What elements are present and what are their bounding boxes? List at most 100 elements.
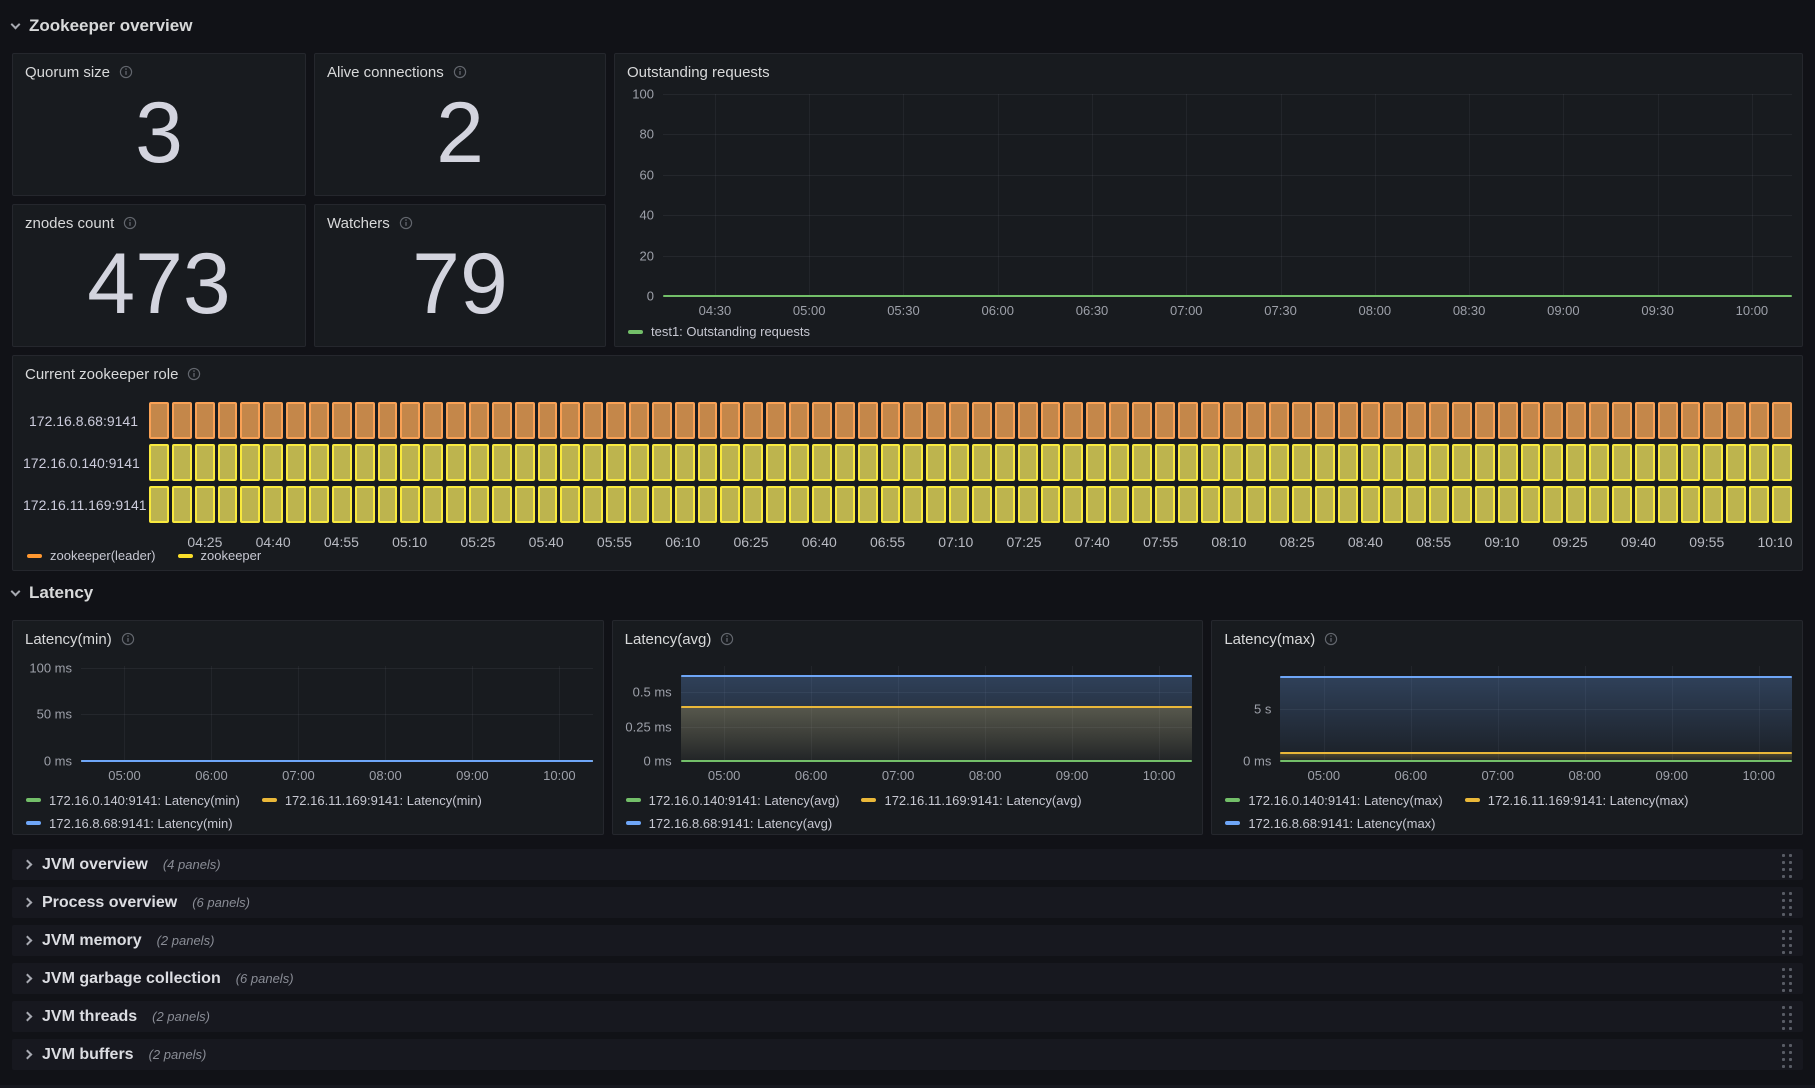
legend-label: 172.16.0.140:9141: Latency(avg) [648, 792, 840, 808]
legend-item-172-16-11-169-9141-latency-max[interactable]: 172.16.11.169:9141: Latency(max) [1464, 793, 1688, 808]
row-header-latency[interactable]: Latency [10, 579, 1803, 607]
row-title: JVM memory [42, 931, 142, 949]
state-bar-zookeeper-leader [331, 402, 352, 439]
gridline-vertical [1758, 666, 1760, 761]
series-line [663, 295, 1792, 297]
state-bar-zookeeper-leader [1040, 402, 1061, 439]
series-line [81, 760, 593, 762]
state-bar-zookeeper-leader [1543, 402, 1564, 439]
state-bar-zookeeper [1131, 486, 1152, 523]
panel-title[interactable]: Latency(min) [25, 630, 112, 648]
state-bar-zookeeper-leader [949, 402, 969, 439]
drag-handle-icon[interactable] [1779, 851, 1793, 878]
state-bar-zookeeper [217, 486, 238, 523]
gridline-vertical [1092, 94, 1094, 296]
state-bar-zookeeper [1543, 444, 1564, 481]
drag-handle-icon[interactable] [1779, 927, 1793, 954]
row-toggle-process-overview[interactable]: Process overview (6 panels) [12, 887, 1803, 918]
stat-value: 473 [87, 235, 231, 332]
info-icon[interactable] [123, 216, 137, 230]
row-header-zookeeper-overview[interactable]: Zookeeper overview [10, 12, 1803, 40]
row-toggle-jvm-garbage-collection[interactable]: JVM garbage collection (6 panels) [12, 963, 1803, 994]
legend-item-172-16-0-140-9141-latency-min[interactable]: 172.16.0.140:9141: Latency(min) [26, 793, 240, 808]
drag-handle-icon[interactable] [1779, 965, 1793, 992]
state-bar-zookeeper [811, 444, 832, 481]
legend-label: zookeeper [200, 548, 262, 563]
info-icon[interactable] [121, 632, 135, 646]
state-bar-zookeeper-leader [1657, 402, 1678, 439]
legend-item-zookeeper[interactable]: zookeeper [177, 548, 262, 563]
row-panel-count: (4 panels) [162, 857, 221, 872]
panel-title[interactable]: Latency(avg) [624, 630, 712, 648]
state-bar-zookeeper [1657, 486, 1678, 523]
state-bar-zookeeper-leader [537, 402, 558, 439]
panel-title[interactable]: Outstanding requests [627, 63, 770, 81]
legend-item-172-16-8-68-9141-latency-avg[interactable]: 172.16.8.68:9141: Latency(avg) [625, 816, 832, 831]
panel-title[interactable]: Quorum size [25, 63, 111, 81]
legend-item-172-16-8-68-9141-latency-max[interactable]: 172.16.8.68:9141: Latency(max) [1225, 816, 1436, 831]
state-bar-zookeeper-leader [1360, 402, 1381, 439]
legend-item-test1-outstanding-requests[interactable]: test1: Outstanding requests [628, 324, 810, 339]
panel-title[interactable]: Watchers [327, 214, 390, 232]
legend-item-172-16-8-68-9141-latency-min[interactable]: 172.16.8.68:9141: Latency(min) [26, 816, 233, 831]
drag-handle-icon[interactable] [1779, 1041, 1793, 1068]
series-line [1280, 760, 1792, 762]
info-icon[interactable] [1324, 632, 1338, 646]
info-icon[interactable] [119, 65, 133, 79]
panel-title[interactable]: znodes count [25, 214, 115, 232]
row-toggle-jvm-threads[interactable]: JVM threads (2 panels) [12, 1001, 1803, 1032]
state-bar-zookeeper [1657, 444, 1678, 481]
state-bar-zookeeper-leader [354, 402, 375, 439]
state-bar-zookeeper-leader [1086, 402, 1107, 439]
state-bar-zookeeper [1726, 444, 1747, 481]
section-title: Latency [29, 583, 94, 602]
row-toggle-jvm-buffers[interactable]: JVM buffers (2 panels) [12, 1039, 1803, 1070]
timeline-row-172-16-8-68-9141: 172.16.8.68:9141 [23, 402, 1792, 439]
panel-title[interactable]: Alive connections [327, 63, 444, 81]
legend-item-172-16-0-140-9141-latency-avg[interactable]: 172.16.0.140:9141: Latency(avg) [625, 792, 840, 808]
state-bar-zookeeper-leader [606, 402, 627, 439]
drag-handle-icon[interactable] [1779, 1003, 1793, 1030]
info-icon[interactable] [399, 216, 413, 230]
state-bar-zookeeper-leader [263, 402, 284, 439]
state-bar-zookeeper [331, 486, 352, 523]
state-bar-zookeeper [834, 444, 855, 481]
legend-item-172-16-0-140-9141-latency-max[interactable]: 172.16.0.140:9141: Latency(max) [1225, 793, 1443, 808]
x-axis-tick-label: 05:00 [108, 768, 141, 783]
state-bar-zookeeper [1040, 444, 1061, 481]
state-bar-zookeeper [926, 444, 947, 481]
state-bar-zookeeper-leader [1589, 402, 1609, 439]
info-icon[interactable] [720, 632, 734, 646]
gridline-horizontal [663, 255, 1792, 257]
panel-title[interactable]: Latency(max) [1224, 630, 1316, 648]
info-icon[interactable] [187, 367, 201, 381]
legend-color-dash [625, 821, 641, 825]
legend-item-172-16-11-169-9141-latency-avg[interactable]: 172.16.11.169:9141: Latency(avg) [861, 793, 1082, 808]
row-toggle-jvm-memory[interactable]: JVM memory (2 panels) [12, 925, 1803, 956]
state-bar-zookeeper [1703, 486, 1724, 523]
gridline-vertical [898, 666, 900, 761]
y-axis-tick-label: 80 [639, 126, 654, 142]
state-bar-zookeeper [1612, 444, 1632, 481]
legend-item-zookeeper-leader[interactable]: zookeeper(leader) [27, 548, 156, 563]
state-bar-zookeeper-leader [994, 402, 1015, 439]
stat-value: 3 [135, 84, 183, 181]
state-bar-zookeeper [1406, 486, 1427, 523]
gridline-vertical [559, 666, 561, 761]
series-line [1280, 675, 1792, 678]
panel-title[interactable]: Current zookeeper role [25, 365, 179, 383]
drag-handle-icon[interactable] [1779, 889, 1793, 916]
x-axis-tick-label: 04:40 [255, 534, 291, 550]
row-toggle-jvm-overview[interactable]: JVM overview (4 panels) [12, 849, 1803, 880]
gridline-horizontal [663, 215, 1792, 217]
state-bar-zookeeper [560, 486, 581, 523]
legend-item-172-16-11-169-9141-latency-min[interactable]: 172.16.11.169:9141: Latency(min) [261, 793, 482, 808]
state-bar-zookeeper [423, 444, 444, 481]
legend-row: test1: Outstanding requests [628, 324, 1792, 339]
info-icon[interactable] [453, 65, 467, 79]
state-bar-zookeeper-leader [743, 402, 764, 439]
